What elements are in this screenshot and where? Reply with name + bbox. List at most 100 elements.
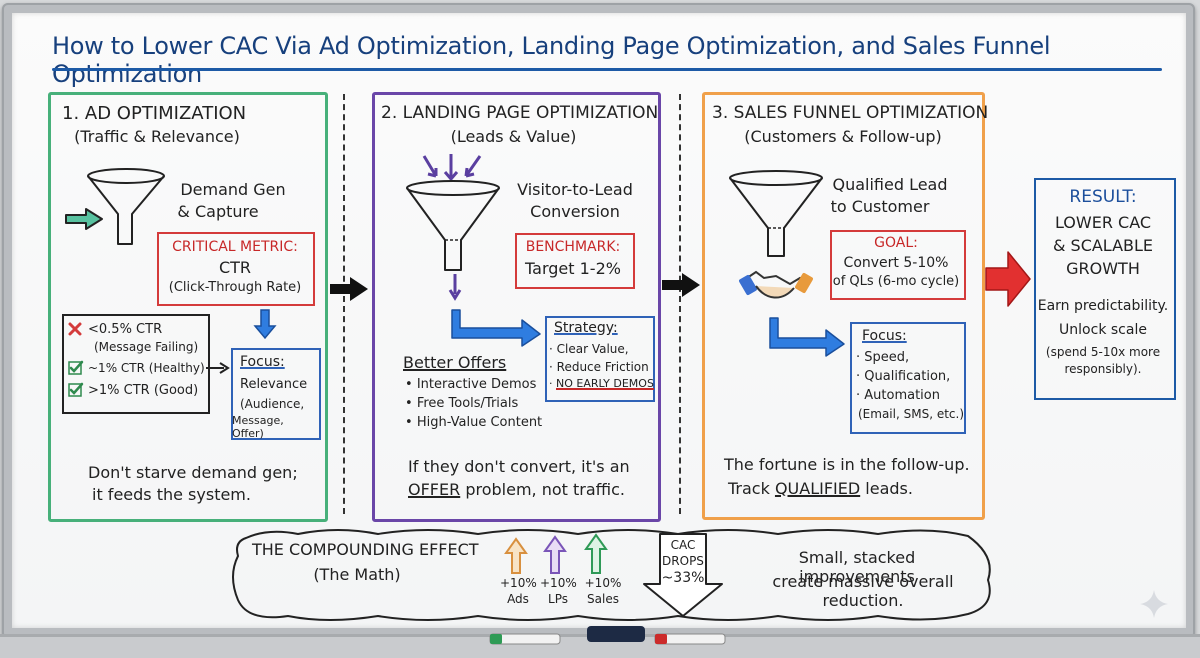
- result-note-4: responsibly).: [1064, 362, 1142, 376]
- compounding-note-2: create massive overall reduction.: [772, 572, 954, 610]
- lp-subheading: (Leads & Value): [450, 127, 577, 146]
- result-line-1: LOWER CAC: [1054, 213, 1152, 232]
- ctr-item-1: <0.5% CTR: [88, 322, 163, 337]
- handshake-icon: [739, 270, 813, 299]
- result-line-3: GROWTH: [1066, 259, 1140, 278]
- result-box: [1034, 178, 1176, 400]
- lp-note-1: If they don't convert, it's an: [408, 457, 630, 476]
- ad-focus-label: Focus:: [240, 354, 285, 370]
- strategy-box: [545, 316, 655, 402]
- result-label: RESULT:: [1069, 187, 1137, 207]
- check-icon: [68, 382, 84, 397]
- whiteboard: [12, 13, 1186, 628]
- compounding-title: THE COMPOUNDING EFFECT: [252, 540, 479, 559]
- increment-3-label: Sales: [587, 592, 619, 606]
- increment-1-value: +10%: [500, 576, 537, 590]
- strategy-item-1: · Clear Value,: [549, 342, 629, 356]
- benchmark-label: BENCHMARK:: [525, 239, 621, 255]
- result-note-3: (spend 5-10x more: [1045, 345, 1161, 359]
- cac-drops-label: DROPS: [662, 554, 704, 568]
- increment-arrows-icon: [504, 533, 608, 574]
- sf-focus-item-1: · Speed,: [856, 350, 910, 365]
- sf-focus-item-2: · Qualification,: [856, 369, 951, 384]
- sparkle-icon: [1140, 590, 1168, 618]
- ad-focus-1: Relevance: [240, 377, 308, 392]
- critical-metric-box: [157, 232, 315, 306]
- strategy-item-2: · Reduce Friction: [549, 360, 649, 374]
- ad-focus-box: [231, 348, 321, 440]
- ad-funnel-label-2: & Capture: [177, 202, 259, 221]
- title-underline: [52, 68, 1162, 71]
- strategy-label: Strategy:: [554, 320, 618, 336]
- sf-focus-box: [850, 322, 966, 434]
- offer-item-1: • Interactive Demos: [405, 377, 537, 392]
- board-title: How to Lower CAC Via Ad Optimization, La…: [52, 32, 1051, 89]
- increment-3-value: +10%: [584, 576, 622, 590]
- lp-funnel-label-1: Visitor-to-Lead: [517, 180, 633, 199]
- increment-2-value: +10%: [540, 576, 577, 590]
- ad-focus-2: (Audience,: [240, 397, 305, 411]
- sf-heading: 3. SALES FUNNEL OPTIMIZATION: [712, 103, 989, 123]
- compounding-cloud: [232, 529, 991, 621]
- goal-label: GOAL:: [874, 235, 918, 251]
- panel-arrow-icon: [330, 277, 368, 301]
- sales-funnel-panel: [702, 92, 985, 520]
- panel-arrow-icon: [662, 273, 700, 297]
- connector-arrow-icon: [206, 362, 230, 374]
- ad-optimization-panel: [48, 92, 328, 522]
- sf-focus-label: Focus:: [862, 328, 907, 344]
- ctr-item-1-note: (Message Failing): [94, 340, 199, 354]
- goal-box: [830, 230, 966, 300]
- ctr-item-2: ~1% CTR (Healthy): [88, 361, 205, 375]
- ctr-levels-box: [62, 314, 210, 414]
- landing-page-panel: [372, 92, 661, 522]
- x-icon: [68, 322, 82, 336]
- compounding-note-1: Small, stacked improvements: [798, 548, 916, 586]
- goal-2: of QLs (6-mo cycle): [832, 274, 960, 289]
- goal-1: Convert 5-10%: [843, 255, 949, 271]
- result-line-2: & SCALABLE: [1052, 236, 1154, 255]
- result-note-1: Earn predictability.: [1037, 298, 1169, 314]
- critical-metric-name: CTR: [218, 258, 252, 277]
- ad-heading: 1. AD OPTIMIZATION: [62, 103, 247, 124]
- ad-note-1: Don't starve demand gen;: [88, 463, 298, 482]
- lp-note-2: OFFER problem, not traffic.: [408, 480, 625, 499]
- better-offers-label: Better Offers: [403, 353, 507, 372]
- separator-2: [679, 94, 681, 514]
- eraser: [587, 626, 645, 642]
- sf-focus-extra: (Email, SMS, etc.): [858, 407, 965, 421]
- ctr-item-3: >1% CTR (Good): [88, 383, 199, 398]
- funnel-icon: [729, 170, 823, 257]
- lp-funnel-label-2: Conversion: [530, 202, 620, 221]
- increment-2-label: LPs: [548, 592, 568, 606]
- sf-note-2: Track QUALIFIED leads.: [728, 479, 913, 498]
- sf-focus-item-3: · Automation: [856, 388, 940, 403]
- sf-funnel-label-2: to Customer: [830, 197, 930, 216]
- arrow-down-icon: [253, 309, 277, 340]
- offer-item-3: • High-Value Content: [405, 415, 543, 430]
- result-note-2: Unlock scale: [1059, 322, 1147, 338]
- arrow-right-icon: [65, 208, 103, 230]
- traffic-arrows-icon: [422, 154, 482, 182]
- down-arrow-icon: [448, 274, 462, 301]
- sf-funnel-label-1: Qualified Lead: [832, 175, 948, 194]
- strategy-arrow-icon: [451, 309, 541, 347]
- funnel-icon: [87, 168, 165, 245]
- critical-metric-label: CRITICAL METRIC:: [172, 239, 298, 255]
- cac-label: CAC: [670, 538, 696, 552]
- ad-funnel-label-1: Demand Gen: [180, 180, 286, 199]
- funnel-icon: [406, 180, 500, 271]
- focus-arrow-icon: [769, 317, 845, 357]
- sf-note-1: The fortune is in the follow-up.: [724, 455, 970, 474]
- result-arrow-icon: [985, 251, 1031, 307]
- separator-1: [343, 94, 345, 514]
- cac-drop-value: ~33%: [661, 570, 705, 586]
- strategy-item-3: · NO EARLY DEMOS: [549, 377, 654, 390]
- increment-1-label: Ads: [507, 592, 529, 606]
- critical-metric-desc: (Click-Through Rate): [168, 280, 302, 295]
- ad-note-2: it feeds the system.: [92, 485, 251, 504]
- ad-subheading: (Traffic & Relevance): [74, 127, 240, 146]
- sf-subheading: (Customers & Follow-up): [744, 127, 942, 146]
- compounding-subtitle: (The Math): [313, 565, 401, 584]
